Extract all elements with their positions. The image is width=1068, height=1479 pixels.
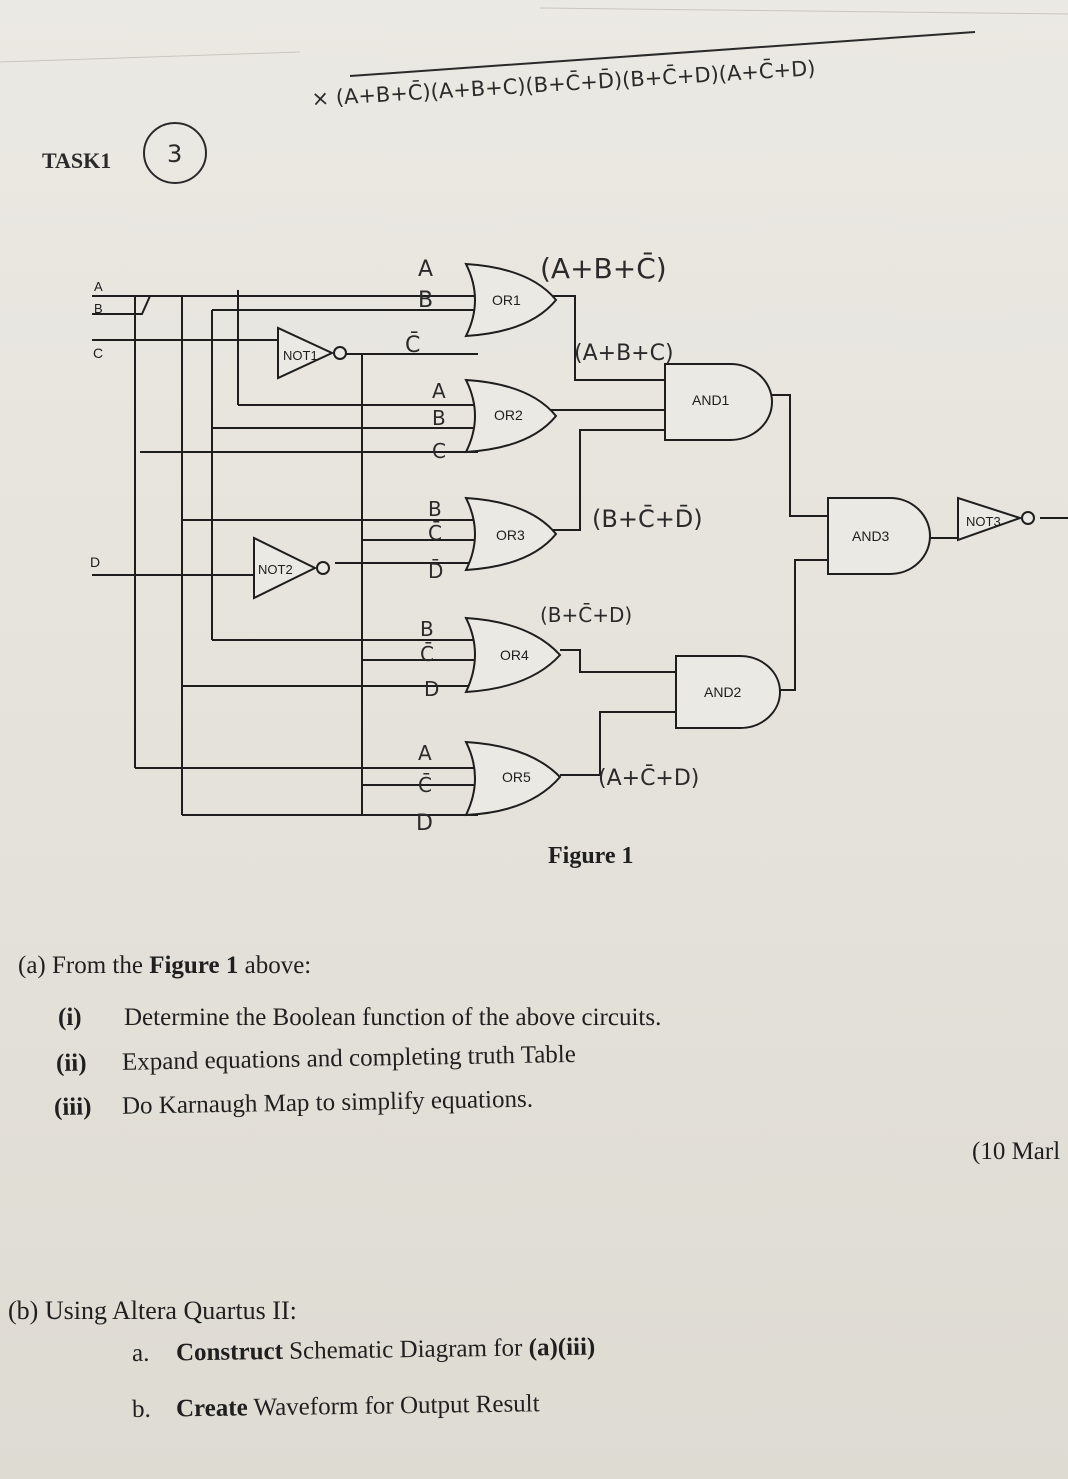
input-label-a: A bbox=[94, 279, 103, 294]
and3-label: AND3 bbox=[852, 528, 890, 544]
not2-gate bbox=[253, 536, 318, 600]
question-b-intro: (b) Using Altera Quartus II: bbox=[8, 1296, 297, 1326]
svg-text:(B+C̄+D): (B+C̄+D) bbox=[540, 602, 632, 627]
task-label: TASK1 bbox=[42, 148, 111, 173]
input-label-b: B bbox=[94, 301, 103, 316]
question-b-label: (b) bbox=[8, 1296, 39, 1325]
not2-label: NOT2 bbox=[258, 562, 293, 577]
question-b-text: Using Altera Quartus II: bbox=[44, 1296, 297, 1325]
and3-gate bbox=[827, 497, 931, 575]
figure-caption: Figure 1 bbox=[548, 843, 634, 869]
question-a-item-iii: (iii) Do Karnaugh Map to simplify equatio… bbox=[54, 1086, 533, 1122]
item-number: b. bbox=[131, 1395, 151, 1423]
or2-gate bbox=[464, 378, 558, 454]
and1-label: AND1 bbox=[692, 392, 730, 408]
question-a-item-i: (i) Determine the Boolean function of the… bbox=[58, 1004, 661, 1032]
question-a-suffix: above: bbox=[238, 952, 312, 979]
svg-text:(B+C̄+D̄): (B+C̄+D̄) bbox=[592, 504, 703, 533]
or4-label: OR4 bbox=[500, 647, 529, 663]
svg-text:C̄: C̄ bbox=[428, 520, 442, 545]
svg-text:(A+B+C): (A+B+C) bbox=[574, 341, 674, 366]
and-gates bbox=[664, 363, 931, 729]
svg-text:B: B bbox=[428, 497, 442, 521]
svg-text:B: B bbox=[420, 617, 434, 641]
question-a-prefix: From the bbox=[52, 952, 150, 979]
question-a-item-ii: (ii) Expand equations and completing trut… bbox=[56, 1041, 576, 1078]
question-b-item-b: b. Create Waveform for Output Result bbox=[132, 1390, 540, 1424]
svg-text:A: A bbox=[418, 741, 432, 765]
item-number: (i) bbox=[58, 1004, 82, 1031]
svg-text:D: D bbox=[424, 677, 439, 701]
not3-label: NOT3 bbox=[966, 514, 1001, 529]
svg-text:A: A bbox=[418, 257, 433, 282]
item-text: Do Karnaugh Map to simplify equations. bbox=[121, 1085, 534, 1120]
or5-gate bbox=[464, 740, 562, 817]
item-number: (ii) bbox=[55, 1049, 87, 1077]
circled-number-ring bbox=[143, 122, 207, 184]
not3-gate bbox=[957, 496, 1024, 542]
svg-text:C̄: C̄ bbox=[420, 641, 434, 666]
handwritten-expression: × (A+B+C̄)(A+B+C)(B+C̄+D̄)(B+C̄+D)(A+C̄+… bbox=[311, 55, 816, 111]
svg-text:A: A bbox=[432, 379, 446, 403]
or1-label: OR1 bbox=[492, 292, 521, 308]
item-bold-verb: Create bbox=[175, 1394, 248, 1423]
item-ref: (a)(iii) bbox=[528, 1333, 596, 1362]
and2-gate bbox=[675, 655, 781, 729]
or4-gate bbox=[464, 616, 562, 694]
not1-label: NOT1 bbox=[283, 348, 318, 363]
input-label-d: D bbox=[90, 554, 100, 570]
svg-text:B: B bbox=[418, 288, 433, 313]
svg-text:B: B bbox=[432, 406, 446, 430]
or-gates bbox=[464, 262, 562, 817]
svg-text:C̄: C̄ bbox=[418, 772, 432, 797]
question-a-label: (a) bbox=[18, 952, 46, 979]
circled-number: 3 bbox=[167, 140, 182, 168]
or3-gate bbox=[464, 496, 558, 572]
item-text: Expand equations and completing truth Ta… bbox=[121, 1040, 577, 1076]
question-a-marks: (10 Marl bbox=[972, 1138, 1061, 1165]
question-a-intro: (a) From the Figure 1 above: bbox=[18, 952, 311, 980]
and2-label: AND2 bbox=[704, 684, 742, 700]
item-text: Waveform for Output Result bbox=[247, 1390, 540, 1422]
circuit-wires bbox=[92, 290, 1068, 816]
not-gates bbox=[253, 326, 1035, 600]
or5-label: OR5 bbox=[502, 769, 531, 785]
item-number: (iii) bbox=[53, 1093, 92, 1121]
and1-gate bbox=[664, 363, 773, 441]
or2-label: OR2 bbox=[494, 407, 523, 423]
question-b-item-a: a. Construct Schematic Diagram for (a)(ii… bbox=[132, 1334, 596, 1368]
svg-text:D: D bbox=[416, 811, 433, 836]
item-text: Schematic Diagram for bbox=[282, 1334, 529, 1365]
or1-gate bbox=[464, 262, 558, 338]
not1-gate bbox=[277, 326, 335, 380]
or3-label: OR3 bbox=[496, 527, 525, 543]
handwritten-output-annotations: (A+B+C̄) (A+B+C) (B+C̄+D̄) (B+C̄+D) (A+C… bbox=[540, 251, 703, 791]
logic-circuit-figure: × (A+B+C̄)(A+B+C)(B+C̄+D̄)(B+C̄+D)(A+C̄+… bbox=[0, 7, 1068, 836]
svg-text:(A+B+C̄): (A+B+C̄) bbox=[540, 251, 667, 285]
svg-text:(A+C̄+D): (A+C̄+D) bbox=[598, 765, 699, 791]
svg-text:D̄: D̄ bbox=[428, 558, 443, 583]
item-bold-verb: Construct bbox=[175, 1337, 284, 1367]
question-a-figure-ref: Figure 1 bbox=[149, 952, 239, 979]
item-number: a. bbox=[131, 1339, 150, 1367]
handwritten-input-annotations: A B C̄ A B C B C̄ D̄ B C̄ D A C̄ D bbox=[405, 257, 446, 836]
svg-text:C̄: C̄ bbox=[405, 332, 420, 358]
input-label-c: C bbox=[93, 345, 103, 361]
item-text: Determine the Boolean function of the ab… bbox=[124, 1004, 662, 1031]
svg-text:C: C bbox=[432, 439, 446, 463]
